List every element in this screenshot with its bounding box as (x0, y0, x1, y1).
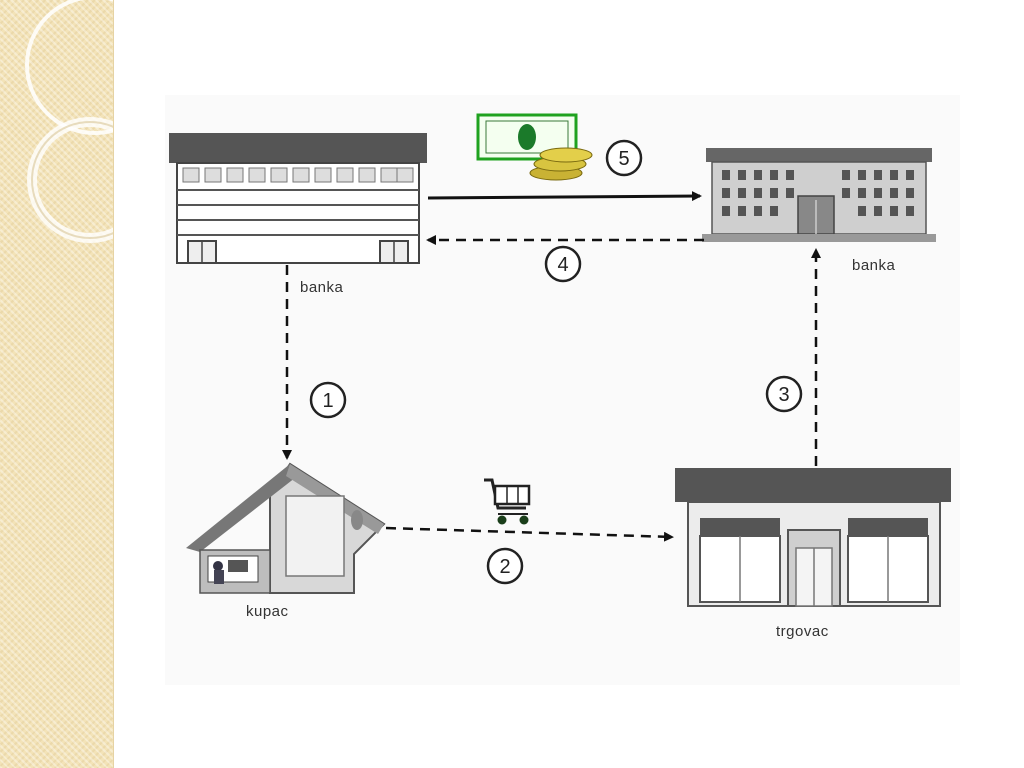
arrow-step-5 (427, 191, 702, 202)
bank-right-building-icon (702, 148, 936, 242)
step-1-number: 1 (322, 390, 333, 412)
decorative-circles (25, 0, 113, 243)
decorative-side-strip (0, 0, 114, 768)
step-3-marker: 3 (765, 375, 803, 413)
step-5-marker: 5 (605, 139, 643, 177)
step-3-number: 3 (778, 384, 789, 406)
merchant-store-icon (675, 468, 951, 607)
money-icon (476, 113, 593, 181)
buyer-house-icon (186, 462, 386, 594)
step-4-number: 4 (557, 254, 568, 276)
step-1-marker: 1 (309, 381, 347, 419)
bank-left-label: banka (300, 279, 344, 296)
step-4-marker: 4 (544, 245, 582, 283)
arrow-step-2 (385, 526, 674, 542)
step-2-marker: 2 (486, 547, 524, 585)
buyer-label: kupac (246, 603, 289, 620)
step-5-number: 5 (618, 148, 629, 170)
shopping-cart-icon (484, 478, 531, 525)
bank-right-label: banka (852, 257, 896, 274)
step-2-number: 2 (499, 556, 510, 578)
merchant-label: trgovac (776, 623, 829, 640)
bank-left-building-icon (169, 133, 427, 264)
